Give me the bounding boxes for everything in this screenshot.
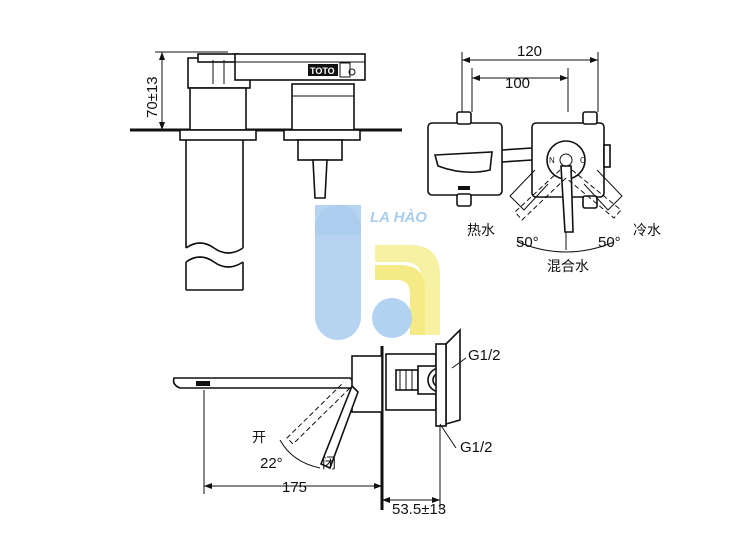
- angle-right-label: 50°: [598, 234, 621, 251]
- watermark-text: LA HÀO: [370, 209, 427, 226]
- brand-label: TOTO: [310, 66, 335, 76]
- dimension-height-label: 70±13: [144, 76, 161, 118]
- cold-water-label: 冷水: [633, 222, 661, 238]
- dimension-width-outer-label: 120: [517, 43, 542, 60]
- angle-left-label: 50°: [516, 234, 539, 251]
- open-label: 开: [252, 429, 266, 445]
- hot-water-label: 热水: [467, 222, 495, 238]
- front-elevation-view: 70±13 TOTO: [130, 51, 402, 291]
- dimension-wall-depth-label: 53.5±13: [392, 501, 446, 518]
- top-view: 120 100 N C 热水 冷水 50: [427, 43, 661, 274]
- thread-bottom-label: G1/2: [460, 439, 493, 456]
- side-section-view: 开 22° 闭 G1/2 G1/2 175 53.5±13: [172, 328, 501, 518]
- watermark-logo: LA HÀO: [315, 205, 440, 340]
- dimension-spout-length-label: 175: [282, 479, 307, 496]
- thread-top-label: G1/2: [468, 347, 501, 364]
- svg-text:C: C: [580, 156, 586, 165]
- close-label: 闭: [322, 455, 336, 471]
- lever-angle-label: 22°: [260, 455, 283, 472]
- svg-text:N: N: [549, 156, 555, 165]
- mixed-water-label: 混合水: [547, 258, 589, 274]
- dimension-width-inner-label: 100: [505, 75, 530, 92]
